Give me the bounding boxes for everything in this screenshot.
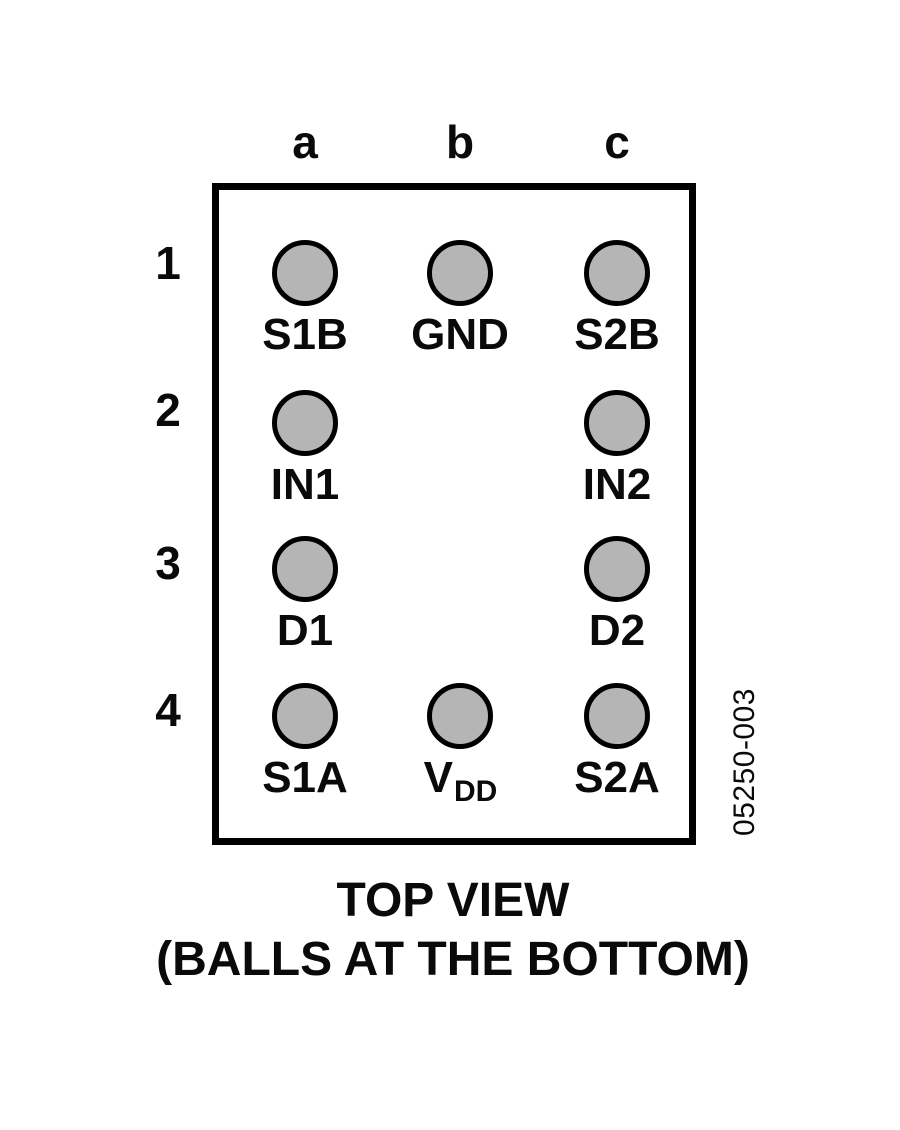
vdd-main: V (423, 753, 453, 802)
ball-a3-label: D1 (276, 606, 334, 655)
column-label-a: a (292, 116, 318, 168)
ball-a2 (272, 390, 338, 456)
row-label-1: 1 (155, 237, 181, 289)
ball-b1 (427, 240, 493, 306)
ball-a2-label: IN1 (270, 460, 340, 509)
ball-c4-label: S2A (574, 753, 660, 802)
column-label-c: c (604, 116, 630, 168)
ball-c1 (584, 240, 650, 306)
ball-a3 (272, 536, 338, 602)
row-label-2: 2 (155, 384, 181, 436)
ball-a1-label: S1B (262, 310, 348, 359)
ball-c1-label: S2B (574, 310, 660, 359)
ball-c2-label: IN2 (582, 460, 652, 509)
ball-a4 (272, 683, 338, 749)
row-label-4: 4 (155, 684, 181, 736)
ball-a1 (272, 240, 338, 306)
ball-c3 (584, 536, 650, 602)
ball-c4 (584, 683, 650, 749)
caption-top-view: TOP VIEW (336, 874, 570, 927)
ball-a4-label: S1A (262, 753, 348, 802)
column-label-b: b (445, 116, 475, 168)
ball-b4-label: VDD (360, 753, 560, 808)
ball-c2 (584, 390, 650, 456)
ball-b1-label: GND (411, 310, 509, 359)
figure-code: 05250-003 (728, 688, 761, 836)
row-label-3: 3 (155, 537, 181, 589)
ball-b4 (427, 683, 493, 749)
ball-c3-label: D2 (588, 606, 646, 655)
vdd-subscript: DD (454, 775, 498, 808)
caption-balls-at-bottom: (BALLS AT THE BOTTOM) (156, 933, 750, 986)
